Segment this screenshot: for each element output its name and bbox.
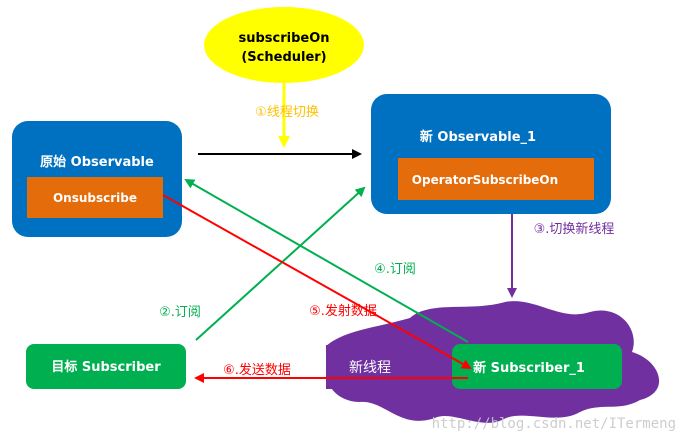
original-observable-title: 原始 Observable	[40, 154, 154, 170]
operator-subscribeon-box	[398, 158, 594, 200]
step4-label: ④.订阅	[374, 262, 416, 277]
onsubscribe-label: Onsubscribe	[53, 191, 137, 205]
onsubscribe-box	[27, 177, 163, 218]
scheduler-label-line1: subscribeOn	[238, 31, 329, 46]
emit-arrow-step5	[162, 194, 472, 369]
operator-subscribeon-label: OperatorSubscribeOn	[412, 173, 558, 187]
watermark: http://blog.csdn.net/ITermeng	[432, 416, 676, 432]
target-subscriber-label: 目标 Subscriber	[51, 359, 161, 375]
subscribe-arrow-step2	[195, 186, 366, 341]
new-subscriber-label: 新 Subscriber_1	[473, 360, 585, 376]
subscribe-arrow-step4	[184, 179, 469, 343]
step6-label: ⑥.发送数据	[223, 362, 291, 378]
scheduler-label-line2: (Scheduler)	[241, 50, 326, 65]
new-observable-title: 新 Observable_1	[420, 129, 536, 145]
scheduler-ellipse	[204, 7, 364, 83]
new-thread-label: 新线程	[349, 360, 391, 376]
new-subscriber-box	[452, 344, 622, 389]
target-subscriber-box	[26, 344, 186, 389]
step3-label: ③.切换新线程	[534, 221, 615, 237]
step1-label: ①线程切换	[255, 105, 319, 120]
step5-label: ⑤.发射数据	[309, 303, 377, 319]
new-thread-band	[326, 345, 456, 389]
step2-label: ②.订阅	[159, 305, 201, 320]
